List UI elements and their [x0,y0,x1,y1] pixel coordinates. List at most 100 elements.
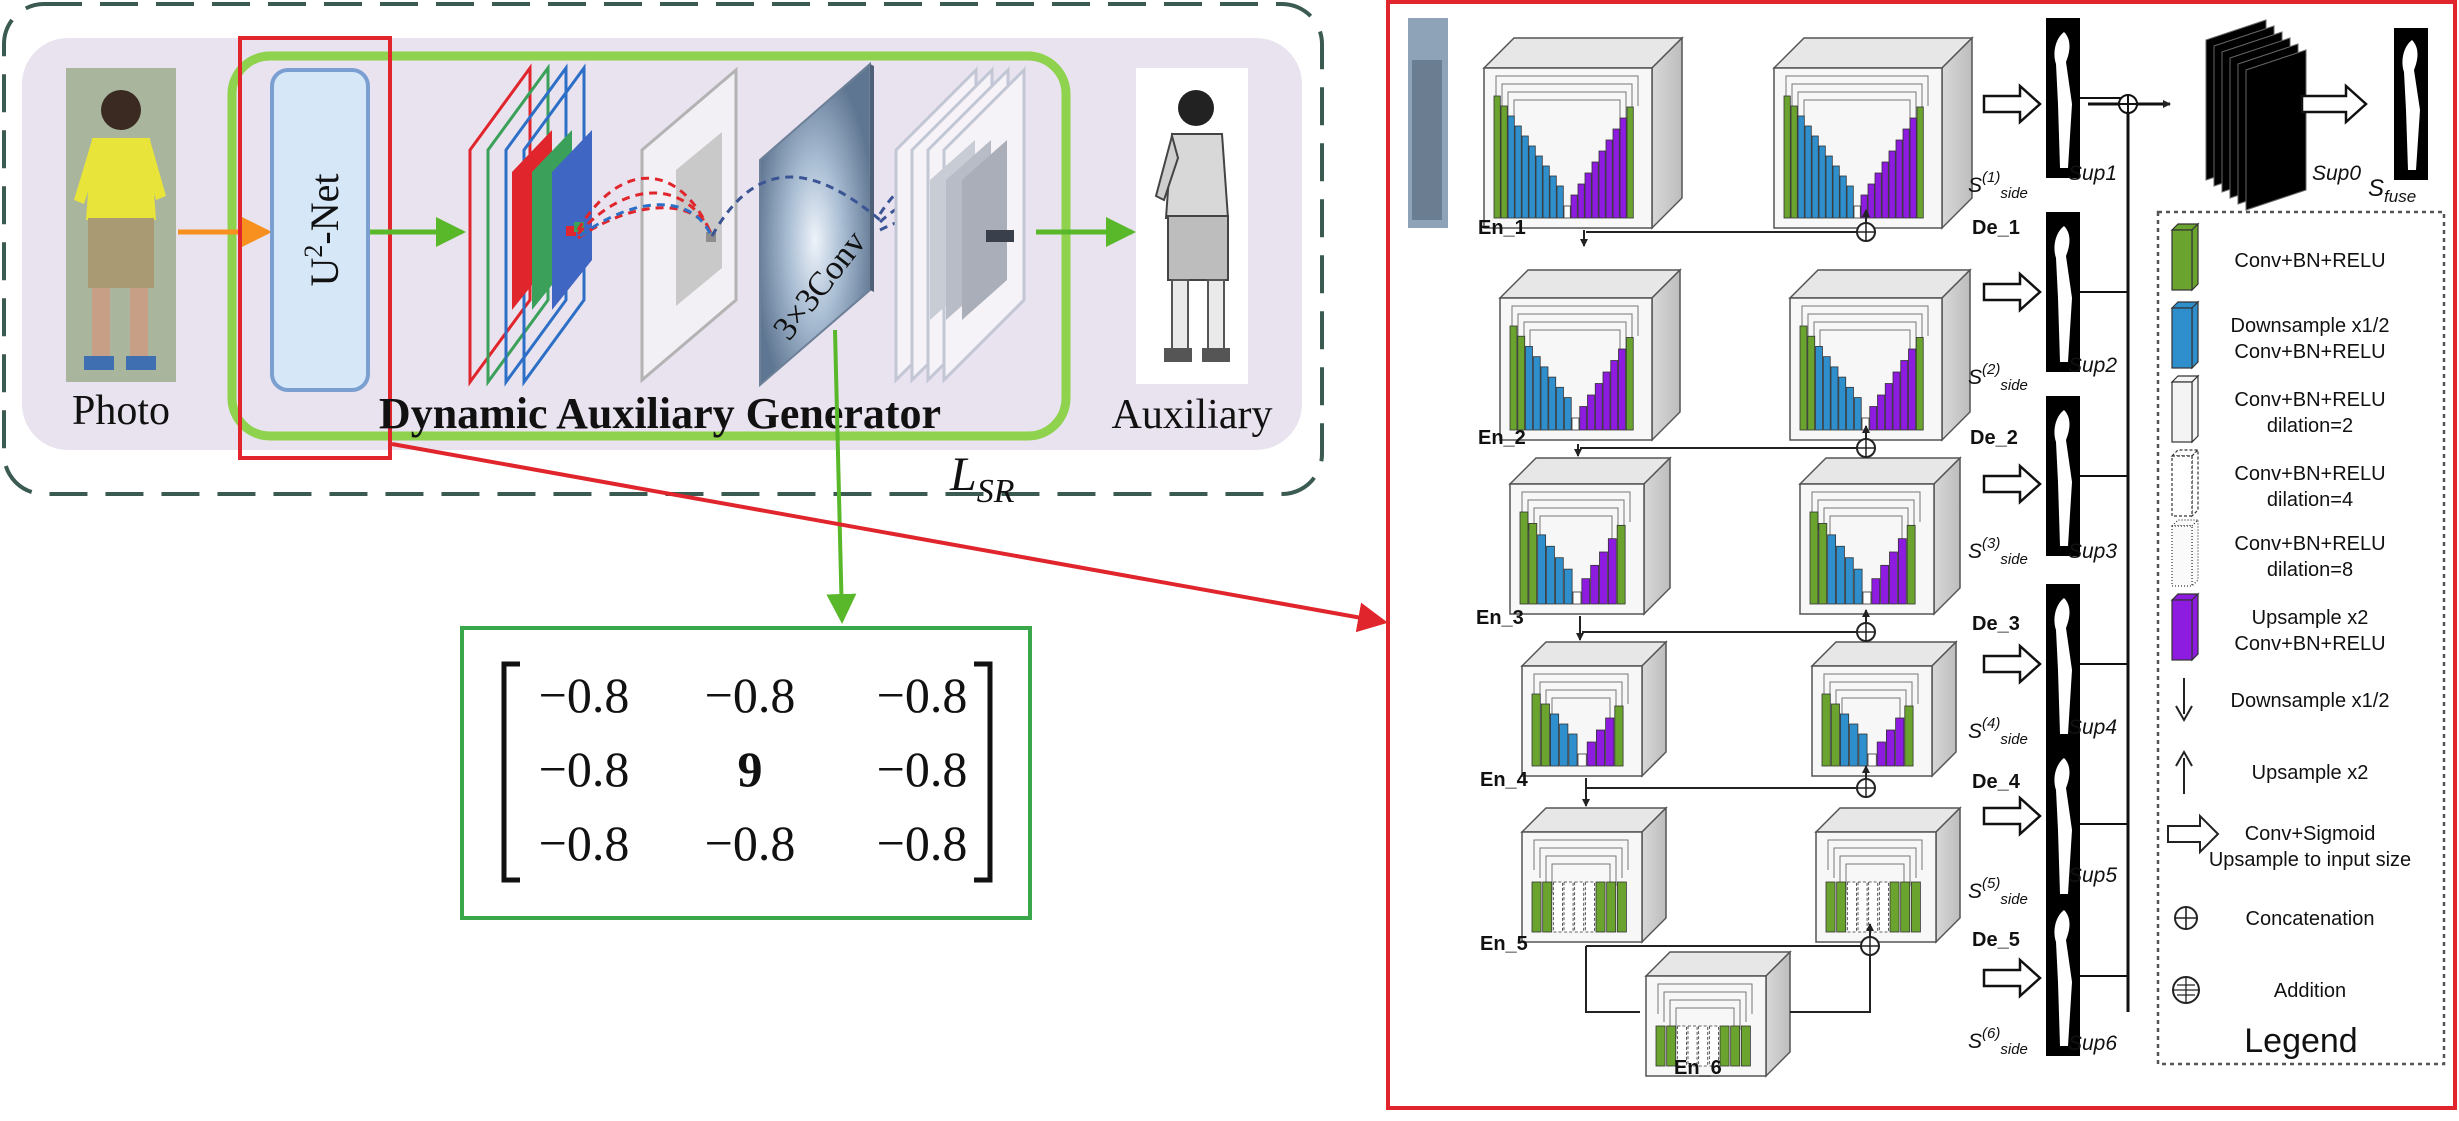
side-mask [2046,896,2080,1056]
svg-text:U2-Net: U2-Net [299,174,347,287]
output-feature-stack [894,66,1026,384]
hollow-arrow-icon [1982,83,2042,125]
kernel-cell: −0.8 [539,667,630,723]
encoder-block-3 [1508,456,1672,616]
encoder-label: En_4 [1480,769,1529,791]
fuse-concat-cross [2119,95,2137,113]
kernel-cell: −0.8 [539,741,630,797]
hollow-arrow-icon [2167,813,2220,855]
side-output-2: S(2)side Sup2 [1968,212,2128,394]
addition-node [1856,622,1876,642]
encoder-block-1 [1482,36,1684,230]
encoder-label: En_6 [1674,1057,1722,1079]
encoder-label: En_1 [1478,217,1526,239]
u2net-detail-frame [1386,0,2457,1110]
side-output-3: S(3)side Sup3 [1968,396,2128,568]
fuse-output-map [2394,28,2428,180]
left-bracket [501,661,520,883]
legend-item-text: dilation=8 [2267,559,2353,581]
encoder-block-5 [1520,806,1668,944]
side-s-sub: side [2000,891,2028,908]
unet-detail-arrow [391,442,1388,633]
side-mask [2046,584,2080,744]
input-thumbnail [1408,18,1448,228]
loss-label-main: L [949,448,977,501]
sup-label: Sup5 [2068,864,2117,887]
left-panel: Photo U2-Net [2,2,1324,510]
side-mask [2046,744,2080,904]
side-s-base: S [1968,174,1982,197]
legend-title: Legend [2244,1022,2357,1060]
legend-item-text: Downsample x1/2 [2231,690,2390,712]
side-output-label: S(1)side [1968,169,2028,202]
light-dotted-block-icon [2170,518,2200,588]
legend-item-text: Conv+BN+RELU [2234,341,2385,363]
decoder-block-5 [1814,806,1962,944]
side-s-base: S [1968,366,1982,389]
kernel-cell: −0.8 [705,815,796,871]
decoder-label: De_5 [1972,929,2020,951]
side-output-label: S(4)side [1968,715,2028,748]
encoder-label: En_3 [1476,607,1524,629]
kernel-frame [460,626,1032,920]
dotted-block-icon [2170,448,2200,518]
green-block-icon [2170,222,2200,292]
encoder-label: En_2 [1478,427,1526,449]
side-output-label: S(6)side [1968,1025,2028,1058]
legend-item-text: Upsample x2 [2252,762,2369,784]
legend-item: Conv+BN+RELU dilation=4 [2170,448,2386,518]
auxiliary-image [1136,68,1248,384]
side-s-sub: side [2000,1041,2028,1058]
side-s-sub: side [2000,377,2028,394]
photo-image [66,68,176,382]
legend-item-text: Downsample x1/2 [2231,315,2390,337]
legend-item: Upsample x2 [2175,749,2369,794]
generator-frame [227,51,1071,441]
legend-item-text: Conv+Sigmoid [2245,823,2376,845]
legend-item-text: Concatenation [2246,908,2375,930]
side-s-base: S [1968,880,1982,903]
u2net-labels: En_1En_2En_3En_4En_5En_6De_1De_2De_3De_4… [1476,217,2021,1079]
sup-label: Sup2 [2068,354,2117,377]
white-block-icon [2170,374,2200,444]
sup-label: Sup3 [2068,540,2117,563]
decoder-block-2 [1788,268,1972,442]
legend-item-text: Addition [2274,980,2346,1002]
unet-label-rest: -Net [302,174,347,245]
right-bracket [974,661,993,883]
side-s-sup: (2) [1982,361,2000,378]
side-s-base: S [1968,1030,1982,1053]
side-output-label: S(3)side [1968,535,2028,568]
loss-label-sub: SR [977,473,1015,510]
unet-label: U2-Net [299,174,347,287]
decoder-block-1 [1772,36,1974,230]
addition-node [1856,438,1876,458]
unet-label-sup: 2 [299,245,328,258]
side-s-sub: side [2000,731,2028,748]
en5-en6-link [1585,946,1640,1013]
legend-item: Conv+BN+RELU [2170,222,2386,292]
decoder-label: De_1 [1972,217,2020,239]
fuse-s-base: S [2368,175,2384,202]
encoder-block-2 [1498,268,1682,442]
fuse-hollow-arrow [2300,83,2368,125]
fuse-section: Sup0 Sfuse [2088,19,2428,1012]
legend-item-text: dilation=4 [2267,489,2353,511]
legend-item-text: Upsample to input size [2209,849,2411,871]
blue-block-icon [2170,300,2200,370]
unet-highlight-frame [238,36,392,460]
fuse-sup-label: Sup0 [2312,162,2361,185]
auxiliary-label: Auxiliary [1112,392,1273,438]
side-s-sup: (4) [1982,715,2000,732]
legend-item-text: Conv+BN+RELU [2234,463,2385,485]
side-mask [2046,396,2080,556]
decoder-label: De_3 [1972,613,2020,635]
kernel-cell: −0.8 [705,667,796,723]
feature-dashed-links-blue [579,203,714,239]
